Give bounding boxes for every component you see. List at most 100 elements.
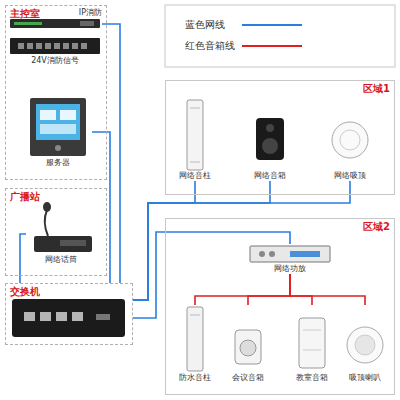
device-node: 会议音箱 <box>224 305 272 383</box>
device-label: 防水音柱 <box>171 373 219 383</box>
device-node: IP消防 <box>8 8 102 30</box>
group-heading: 区域1 <box>363 83 390 95</box>
ceiling-horn-icon <box>347 327 383 363</box>
switch-port <box>56 312 67 321</box>
switch-group: 交换机 <box>5 283 133 345</box>
zone-group: 区域2 网络功放防水音柱会议音箱 教室音箱吸顶喇叭 <box>165 218 395 395</box>
group-heading: 主控室 <box>10 8 40 20</box>
device-node: 防水音柱 <box>171 305 219 383</box>
amp-knob <box>269 251 275 257</box>
rack-light <box>14 22 42 25</box>
device-node: 吸顶喇叭 <box>341 305 389 383</box>
tweeter <box>266 124 274 132</box>
network-cable <box>133 181 270 300</box>
rack-port <box>45 43 51 49</box>
device-node: 24V消防信号 <box>8 37 102 66</box>
device-label: 网络功放 <box>244 264 336 274</box>
rack-port <box>63 43 69 49</box>
device-label: 24V消防信号 <box>8 56 102 66</box>
network-cable <box>102 24 120 283</box>
speaker-body <box>235 330 261 364</box>
fire-controller-icon <box>10 19 100 28</box>
mic-panel <box>60 240 86 246</box>
legend-red-line <box>242 45 302 47</box>
rack-port <box>27 43 33 49</box>
device-node: 网络音柱 <box>173 98 217 181</box>
speaker-cable <box>290 274 365 305</box>
zone-group: 区域1 网络音柱 网络音箱网络吸顶 <box>165 80 395 195</box>
rack-body <box>10 19 100 28</box>
screen-tile <box>40 124 76 134</box>
grille <box>190 162 200 163</box>
device-label: 服务器 <box>24 158 92 168</box>
rack-port <box>80 21 94 26</box>
device-label: 吸顶喇叭 <box>341 373 389 383</box>
device-node: 网络音箱 <box>248 98 292 181</box>
amp-knob <box>259 251 265 257</box>
rack-port <box>54 43 60 49</box>
ceiling-grille <box>355 335 375 355</box>
classroom-speaker-icon <box>299 318 325 368</box>
device-label: IP消防 <box>8 8 102 18</box>
server-monitor-icon <box>30 98 86 156</box>
column-body <box>187 307 203 371</box>
column-body <box>187 100 203 170</box>
grille <box>190 315 200 316</box>
rack-port <box>72 43 78 49</box>
device-node: 教室音箱 <box>288 305 336 383</box>
group-heading: 广播站 <box>10 191 40 203</box>
woofer <box>240 340 256 356</box>
speaker-cable <box>290 274 312 305</box>
waterproof-column-icon <box>187 307 203 371</box>
rack-port <box>36 43 42 49</box>
room-group: 主控室IP消防 24V消防信号服务器 <box>5 5 107 180</box>
device-label: 会议音箱 <box>224 373 272 383</box>
speaker-cable <box>248 274 290 305</box>
device-label: 网络话筒 <box>26 255 96 265</box>
monitor-screen <box>36 104 80 140</box>
group-heading: 交换机 <box>10 286 40 298</box>
legend-blue-line <box>242 24 302 26</box>
network-cable <box>92 132 110 283</box>
ceiling-grille <box>340 130 360 150</box>
screen-tile <box>60 110 76 120</box>
switch-body <box>12 299 125 337</box>
switch-port <box>72 312 83 321</box>
legend-box <box>165 5 395 67</box>
device-node: 网络吸顶 <box>328 98 372 181</box>
microphone-icon <box>34 202 92 252</box>
switch-sfp <box>96 314 110 320</box>
switch-port <box>24 312 35 321</box>
network-cable <box>133 181 195 300</box>
signal-rack-icon <box>10 38 100 54</box>
device-label: 网络音柱 <box>173 171 217 181</box>
rack-body <box>10 38 100 54</box>
ceiling-rim <box>332 122 368 158</box>
column-speaker-icon <box>187 100 203 170</box>
amp-display <box>290 251 320 257</box>
grille <box>303 330 321 331</box>
mic-neck <box>45 210 48 236</box>
switch-port <box>40 312 51 321</box>
device-node: 服务器 <box>24 96 92 168</box>
device-label: 网络吸顶 <box>328 171 372 181</box>
grille <box>190 108 200 109</box>
speaker-body <box>299 318 325 368</box>
legend-text: 蓝色网线 <box>185 19 225 31</box>
woofer <box>262 138 278 154</box>
ceiling-speaker-icon <box>332 122 368 158</box>
speaker-body <box>256 118 284 160</box>
amplifier-icon <box>250 246 330 262</box>
group-heading: 区域2 <box>363 221 390 233</box>
grille <box>303 350 321 351</box>
rack-port <box>18 43 24 49</box>
meeting-speaker-icon <box>235 330 261 364</box>
device-node: 网络话筒 <box>26 203 96 265</box>
legend-text: 红色音箱线 <box>185 40 235 52</box>
monitor-frame <box>30 98 86 156</box>
device-label: 教室音箱 <box>288 373 336 383</box>
station-group: 广播站网络话筒 <box>5 188 107 276</box>
